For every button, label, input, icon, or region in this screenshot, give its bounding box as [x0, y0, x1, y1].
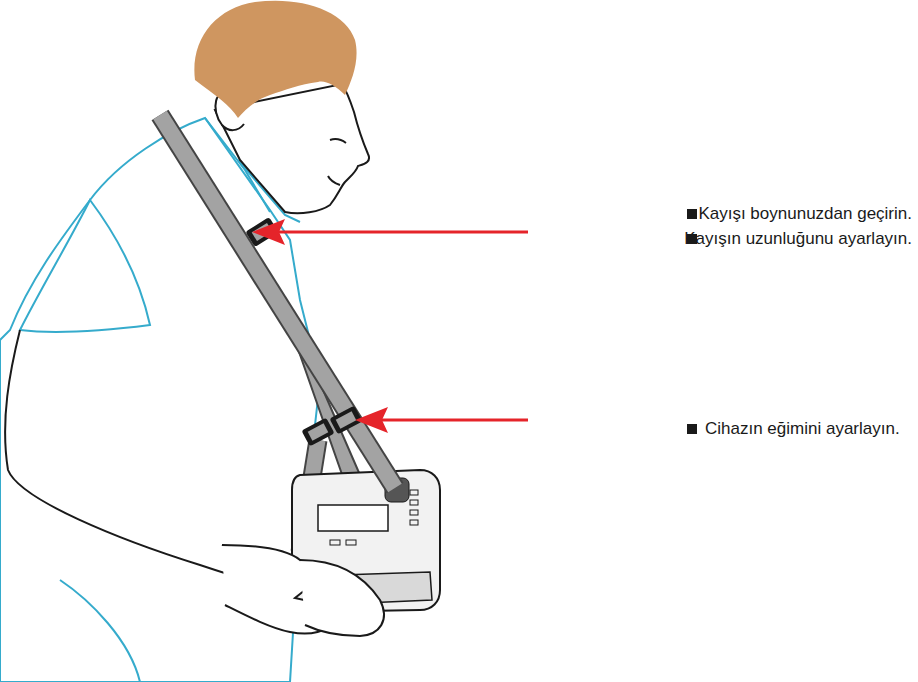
hand	[5, 330, 384, 636]
instruction-text: Cihazın eğimini ayarlayın.	[705, 419, 900, 439]
instruction-text: Kayışın uzunluğunu ayarlayın.	[684, 229, 912, 249]
buckle	[245, 217, 362, 447]
instruction-text: Kayışı boynunuzdan geçirin.	[698, 204, 912, 224]
strap	[160, 115, 395, 488]
hair	[194, 1, 356, 118]
pointer-arrow	[252, 219, 528, 433]
